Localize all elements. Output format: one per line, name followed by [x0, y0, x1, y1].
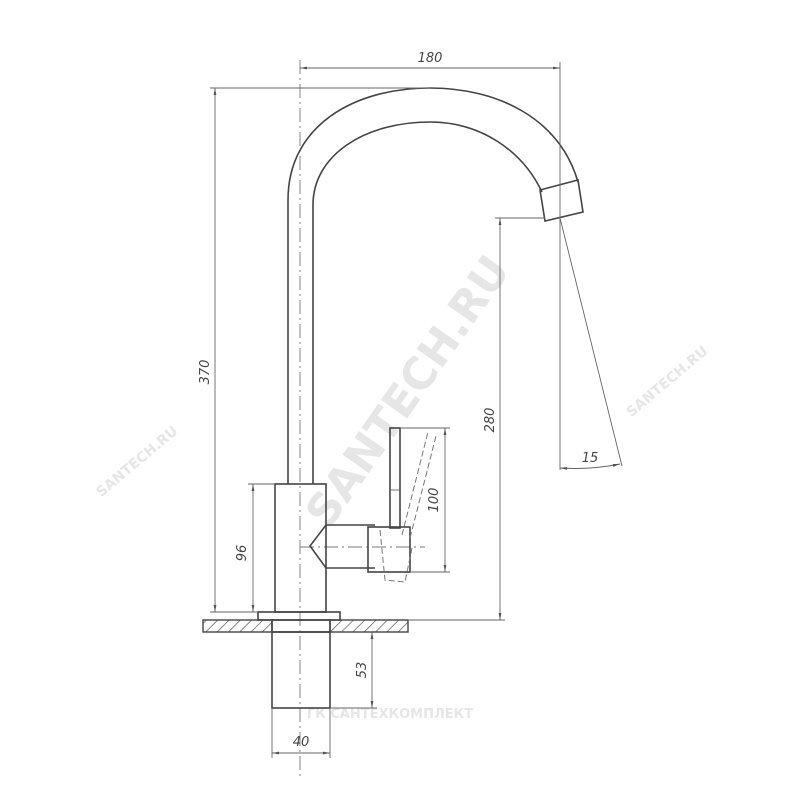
countertop-hole	[271, 619, 331, 633]
dim-label-body-height: 96	[235, 545, 250, 562]
spout-outer	[287, 87, 579, 484]
watermark-left: SANTECH.RU	[94, 423, 182, 500]
dim-label-total-height: 370	[198, 360, 213, 385]
countertop-left	[202, 619, 273, 633]
spout-inner	[312, 121, 543, 484]
handle-cap	[367, 526, 411, 573]
dim-label-spout-angle: 15	[582, 451, 599, 466]
dim-arc-15	[559, 463, 621, 470]
base-plate	[257, 611, 341, 621]
dim-label-spout-reach: 180	[418, 51, 443, 66]
spout-aerator	[539, 179, 584, 222]
handle-boss	[309, 524, 375, 569]
ext-line-15-angled	[559, 217, 623, 467]
dim-label-outlet-height: 280	[483, 408, 498, 433]
dim-label-shank-diameter: 40	[293, 735, 310, 750]
lever	[389, 427, 401, 529]
dim-label-lever-height: 100	[427, 488, 442, 513]
watermark-bottom: ГК САНТЕХКОМПЛЕКТ	[307, 707, 473, 722]
dim-label-shank-length: 53	[355, 662, 370, 679]
watermark-right: SANTECH.RU	[624, 343, 712, 420]
shank	[271, 631, 331, 709]
countertop-right	[329, 619, 409, 633]
watermark-main: SANTECH.RU	[296, 247, 520, 537]
